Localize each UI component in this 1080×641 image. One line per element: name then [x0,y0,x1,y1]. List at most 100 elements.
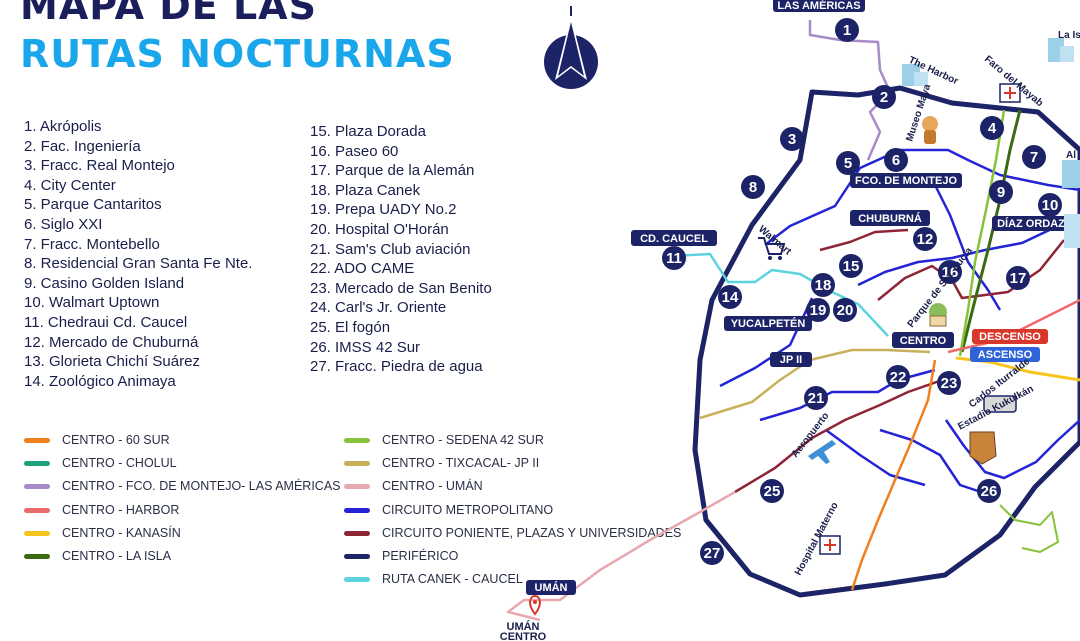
stop-number: 1 [843,22,851,39]
route-legend-column-2: CENTRO - SEDENA 42 SUR CENTRO - TIXCACAL… [344,429,681,591]
hospital-icon [819,535,841,555]
route-centro-sedena [958,109,1006,357]
stop-marker-16[interactable]: 16 [938,260,962,284]
stop-marker-18[interactable]: 18 [811,273,835,297]
legend-label: RUTA CANEK - CAUCEL [382,572,523,587]
legend-swatch [24,461,50,467]
legend-item: CENTRO - FCO. DE MONTEJO- LAS AMÉRICAS [24,475,341,498]
legend-label: CENTRO - HARBOR [62,502,180,517]
stop-marker-27[interactable]: 27 [700,541,724,565]
stop-list-item: 18. Plaza Canek [310,181,421,199]
legend-swatch [24,507,50,513]
map-title-line2: RUTAS NOCTURNAS [20,32,455,76]
stop-marker-20[interactable]: 20 [833,298,857,322]
route-sedena-south-branch [999,504,1059,553]
legend-swatch [344,507,370,513]
legend-label: PERIFÉRICO [382,548,459,563]
legend-item: CENTRO - CHOLUL [24,452,341,475]
stop-marker-19[interactable]: 19 [806,298,830,322]
stop-list-item: 7. Fracc. Montebello [24,235,160,253]
stop-list-item: 24. Carl's Jr. Oriente [310,299,447,317]
stop-marker-2[interactable]: 2 [872,85,896,109]
svg-text:ASCENSO: ASCENSO [978,349,1033,361]
stop-list-item: 10. Walmart Uptown [24,294,160,312]
stop-list-item: 13. Glorieta Chichí Suárez [24,353,200,371]
place-tag-diaz-ordaz: DÍAZ ORDAZ [992,216,1070,231]
legend-label: CENTRO - KANASÍN [62,525,181,540]
stop-marker-17[interactable]: 17 [1006,266,1030,290]
legend-swatch [344,577,370,583]
stop-marker-12[interactable]: 12 [913,227,937,251]
stop-number: 3 [788,131,796,148]
stop-marker-14[interactable]: 14 [718,285,742,309]
uman-centro-label-1: UMÁN [507,620,540,633]
stop-list-item: 1. Akrópolis [24,118,102,135]
stop-list-item: 25. El fogón [310,318,391,336]
stop-list-item: 17. Parque de la Alemán [310,162,475,180]
stop-list-item: 23. Mercado de San Benito [310,279,492,297]
stop-marker-15[interactable]: 15 [839,254,863,278]
stop-marker-6[interactable]: 6 [884,148,908,172]
stop-marker-21[interactable]: 21 [804,386,828,410]
stop-list-item: 8. Residencial Gran Santa Fe Nte. [24,255,253,273]
stop-list-item: 21. Sam's Club aviación [310,240,471,258]
stop-number: 25 [764,483,781,500]
north-arrow-icon [544,6,598,89]
legend-item: CENTRO - HARBOR [24,499,341,522]
stops-list-column-2: 15. Plaza Dorada 16. Paseo 60 17. Parque… [310,122,492,377]
route-legend-column-1: CENTRO - 60 SUR CENTRO - CHOLUL CENTRO -… [24,429,341,568]
svg-text:UMÁN: UMÁN [535,581,568,594]
stop-list-item: 19. Prepa UADY No.2 [310,201,457,219]
stop-marker-25[interactable]: 25 [760,479,784,503]
stop-marker-4[interactable]: 4 [980,116,1004,140]
legend-swatch [24,484,50,490]
legend-label: CENTRO - FCO. DE MONTEJO- LAS AMÉRICAS [62,479,341,494]
svg-text:FCO. DE MONTEJO: FCO. DE MONTEJO [855,175,958,187]
legend-label: CENTRO - SEDENA 42 SUR [382,433,544,447]
stop-list-item: 15. Plaza Dorada [310,123,426,140]
stop-number: 15 [843,258,860,275]
stop-marker-1[interactable]: 1 [835,18,859,42]
legend-item: CENTRO - KANASÍN [24,522,341,545]
legend-item: CENTRO - 60 SUR [24,429,341,452]
building-icon [1048,38,1074,62]
stop-marker-3[interactable]: 3 [780,127,804,151]
stop-marker-9[interactable]: 9 [989,180,1013,204]
route-circuito-poniente [734,228,1065,494]
route-centro-fco-montejo [808,20,892,161]
legend-item: PERIFÉRICO [344,545,681,568]
place-tag-cd-caucel: CD. CAUCEL [631,230,717,246]
legend-swatch [344,484,370,490]
stop-marker-5[interactable]: 5 [836,151,860,175]
uman-centro-label-2: CENTRO [500,631,547,641]
stop-number: 20 [837,302,854,319]
stop-marker-26[interactable]: 26 [977,479,1001,503]
stop-marker-11[interactable]: 11 [662,246,686,270]
stop-number: 17 [1010,270,1027,287]
svg-text:LAS AMÉRICAS: LAS AMÉRICAS [777,0,860,12]
stadium-icon [983,395,1017,413]
building-icon [902,64,928,86]
legend-label: CENTRO - TIXCACAL- JP II [382,456,540,471]
stop-marker-23[interactable]: 23 [937,371,961,395]
stop-list-item: 14. Zoológico Animaya [24,372,176,390]
stop-list-item: 22. ADO CAME [310,260,415,278]
legend-swatch [24,438,50,444]
stop-list-item: 6. Siglo XXI [24,215,103,233]
stop-list-item: 20. Hospital O'Horán [310,220,449,238]
baseball-glove-icon [969,431,997,465]
legend-swatch [344,461,370,467]
legend-label: CIRCUITO PONIENTE, PLAZAS Y UNIVERSIDADE… [382,525,682,540]
stop-marker-7[interactable]: 7 [1022,145,1046,169]
stop-number: 4 [988,120,997,137]
stops-list-column-1: 1. Akrópolis 2. Fac. Ingeniería 3. Fracc… [24,117,252,391]
legend-swatch [344,530,370,536]
place-tag-centro: CENTRO [892,332,954,348]
place-tag-uman: UMÁN [526,580,576,595]
stop-marker-10[interactable]: 10 [1038,193,1062,217]
place-tag-yucalpeten: YUCALPETÉN [724,316,812,331]
stop-marker-8[interactable]: 8 [741,175,765,199]
legend-item: CENTRO - SEDENA 42 SUR [344,429,681,452]
stop-marker-22[interactable]: 22 [886,365,910,389]
stop-list-item: 4. City Center [24,176,116,194]
